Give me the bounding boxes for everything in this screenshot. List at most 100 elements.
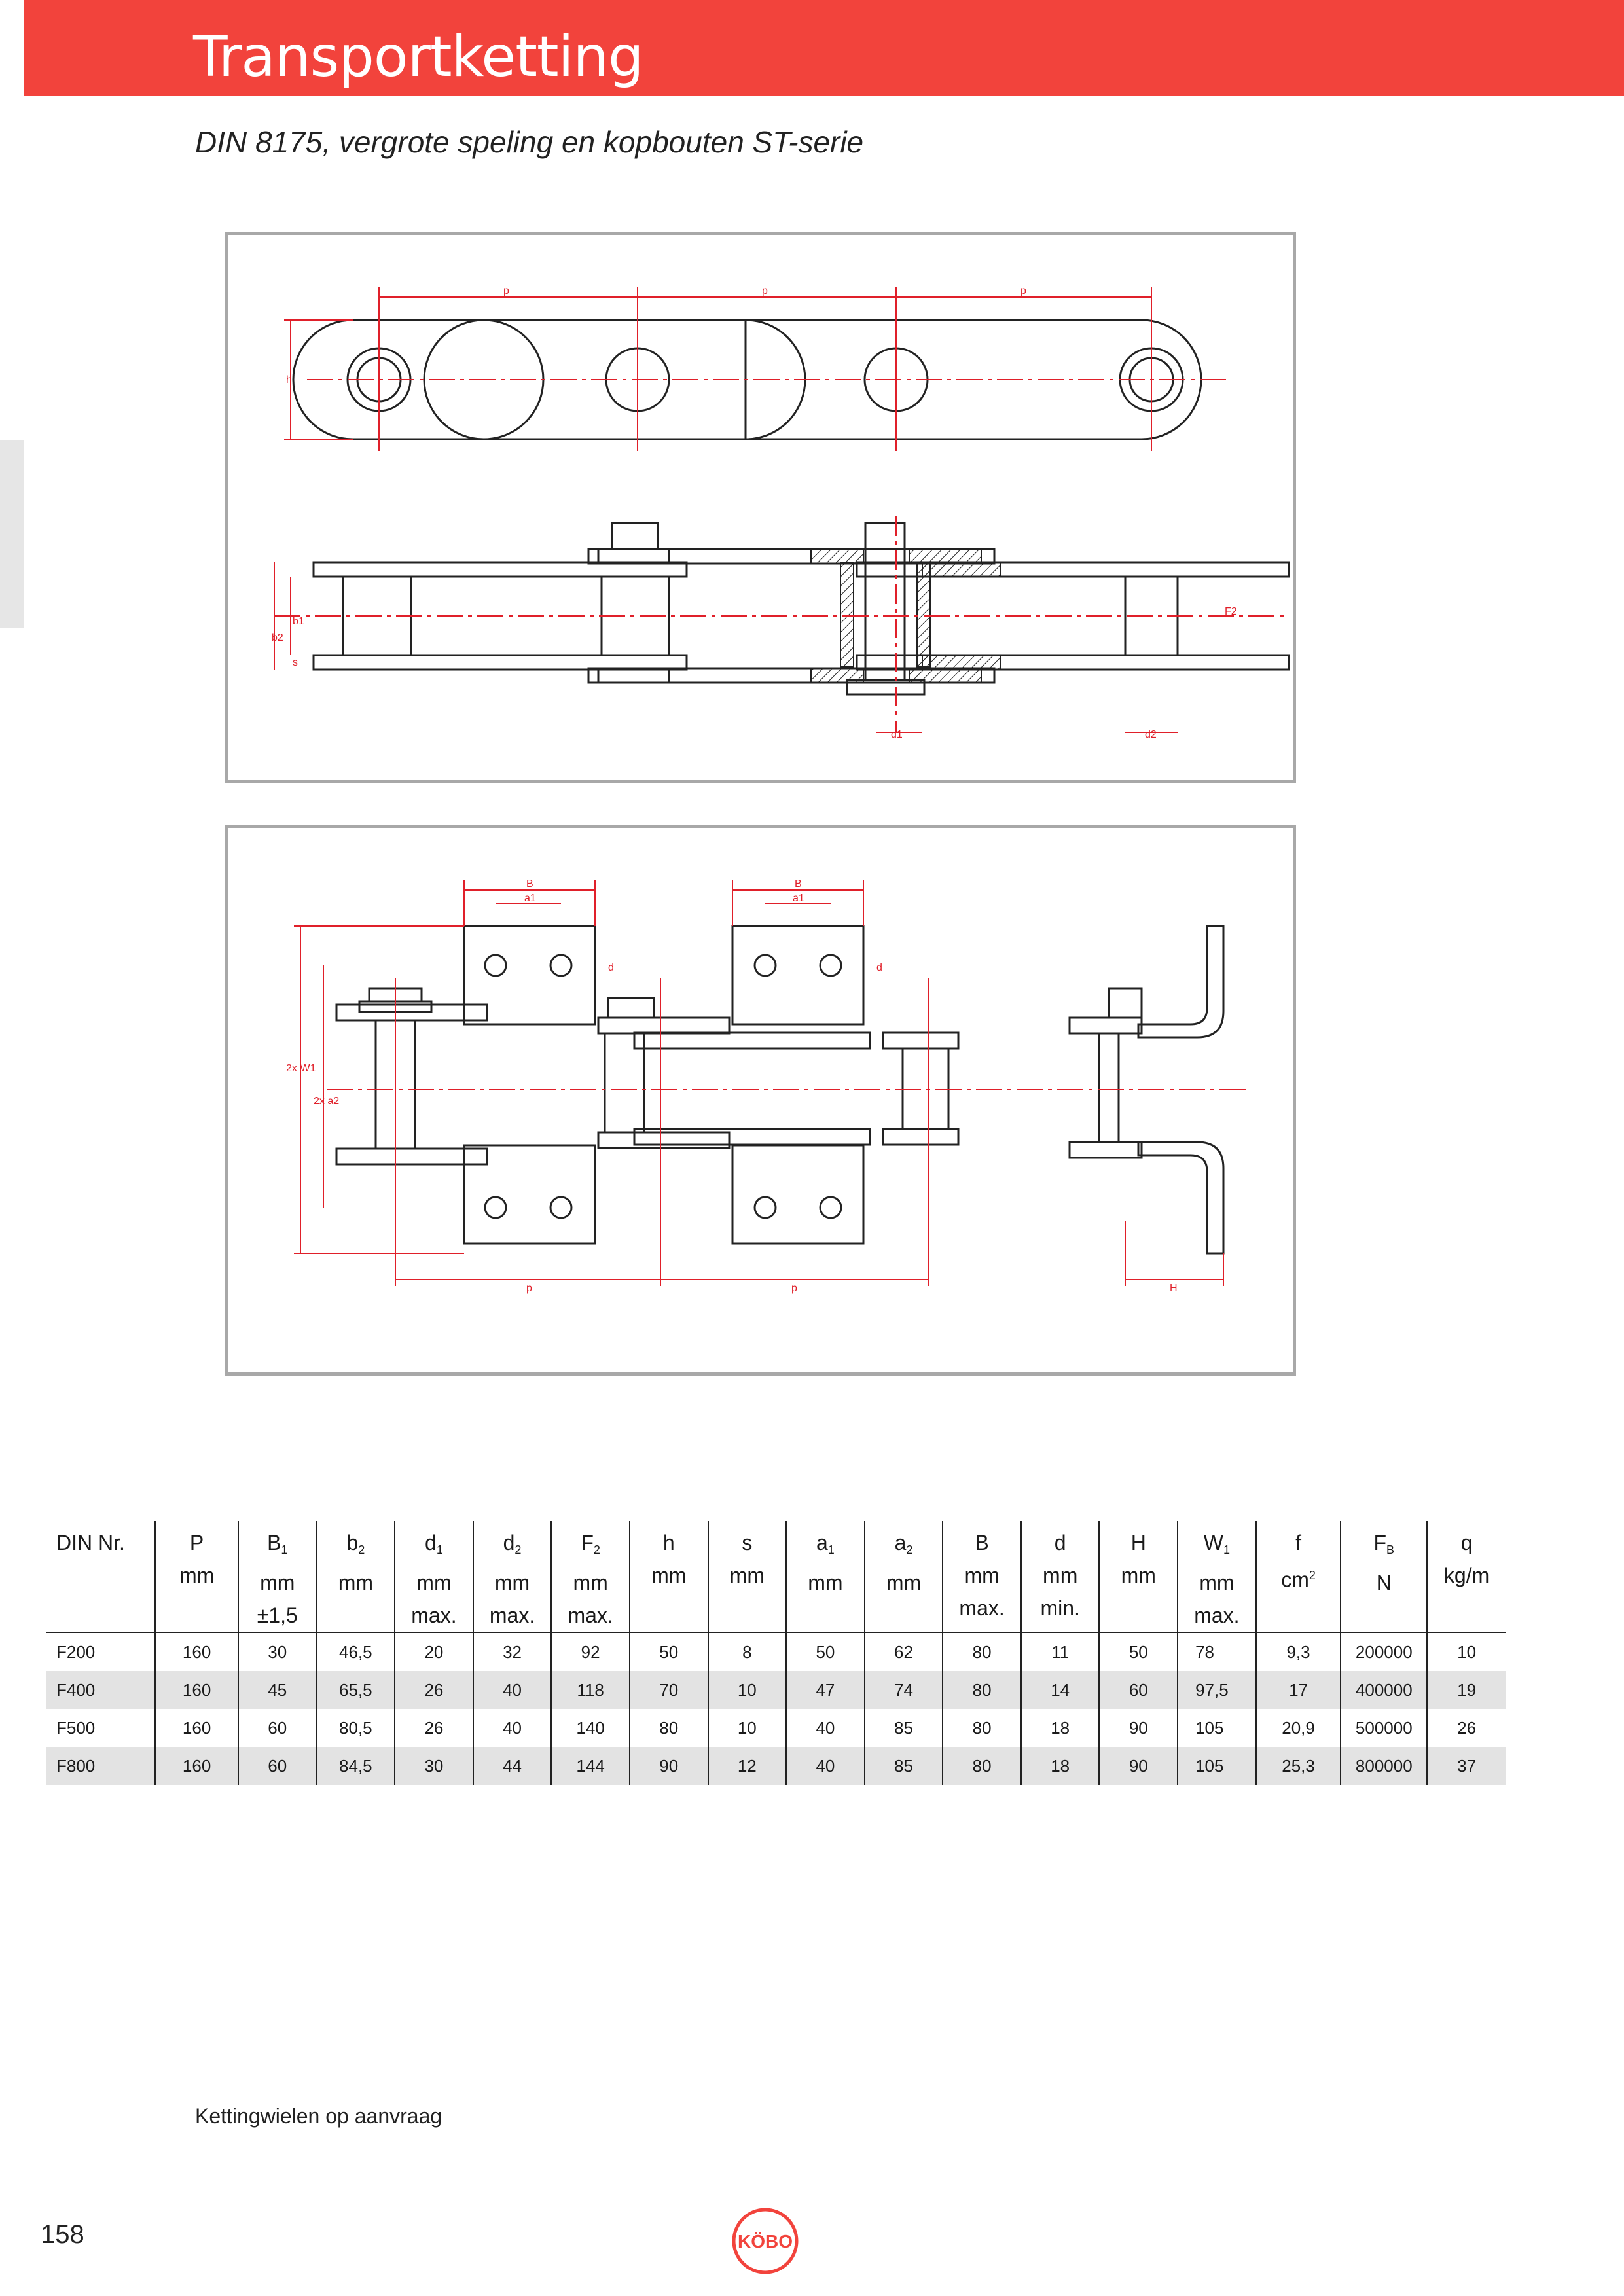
dim-label-a1-right: a1 [793, 893, 804, 904]
table-cell: 18 [1020, 1747, 1100, 1785]
table-cell: 10 [707, 1671, 787, 1709]
din-number-cell: F200 [56, 1641, 96, 1662]
attachment-drawing-svg: B a1 B a1 d d 2x W1 2x a2 p p H [286, 878, 1250, 1294]
table-cell: 18 [1020, 1709, 1100, 1747]
table-cell: 160 [154, 1671, 238, 1709]
table-cell: 118 [550, 1671, 630, 1709]
dim-label-d-left: d [608, 962, 614, 973]
table-cell: 160 [154, 1709, 238, 1747]
table-cell: 9,3 [1255, 1632, 1341, 1671]
table-cell: 19 [1426, 1671, 1506, 1709]
kobo-logo: KÖBO [732, 2208, 799, 2274]
chain-drawing-svg: p p p h b1 b2 s F2 d1 d2 [272, 285, 1290, 740]
table-cell: 78 [1177, 1632, 1256, 1671]
table-cell: 97,5 [1177, 1671, 1256, 1709]
table-cell: 20 [394, 1632, 473, 1671]
dim-label-p2: p [762, 285, 768, 296]
table-cell: 84,5 [316, 1747, 395, 1785]
table-cell: 45 [237, 1671, 317, 1709]
table-cell: 160 [154, 1747, 238, 1785]
table-cell: 50 [785, 1632, 865, 1671]
table-cell: 90 [1098, 1709, 1178, 1747]
table-cell: 74 [863, 1671, 943, 1709]
table-cell: 62 [863, 1632, 943, 1671]
table-cell: 40 [472, 1671, 552, 1709]
table-cell: 10 [1426, 1632, 1506, 1671]
table-cell: 50 [1098, 1632, 1178, 1671]
table-cell: 26 [394, 1709, 473, 1747]
page-number: 158 [41, 2220, 84, 2249]
table-cell: 80 [942, 1709, 1021, 1747]
dim-label-h: h [286, 374, 292, 386]
table-cell: 30 [394, 1747, 473, 1785]
table-cell: 32 [472, 1632, 552, 1671]
attachment-plate-top-left [463, 925, 596, 1026]
footnote: Kettingwielen op aanvraag [195, 2104, 442, 2128]
table-cell: 60 [237, 1709, 317, 1747]
table-cell: 80 [628, 1709, 708, 1747]
table-cell: 37 [1426, 1747, 1506, 1785]
table-cell: 90 [628, 1747, 708, 1785]
table-cell: 105 [1177, 1747, 1256, 1785]
table-cell: 200000 [1340, 1632, 1428, 1671]
dim-label-d1: d1 [891, 729, 903, 740]
table-cell: 26 [1426, 1709, 1506, 1747]
dim-label-F2: F2 [1225, 606, 1237, 617]
attachment-plate-top-right [731, 925, 865, 1026]
table-cell: 20,9 [1255, 1709, 1341, 1747]
dim-label-B-right: B [795, 878, 802, 889]
table-cell: 80 [942, 1747, 1021, 1785]
table-cell: 160 [154, 1632, 238, 1671]
dim-label-b1: b1 [293, 616, 304, 627]
drawing-attachment-view: B a1 B a1 d d 2x W1 2x a2 p p H [225, 825, 1296, 1376]
dim-label-W1: 2x W1 [286, 1063, 316, 1074]
page-title: Transportketting [193, 24, 644, 90]
dim-label-H: H [1170, 1283, 1178, 1294]
table-cell: 60 [237, 1747, 317, 1785]
table-cell: 400000 [1340, 1671, 1428, 1709]
table-header-cell: DIN Nr. [56, 1531, 125, 1554]
dim-label-d2: d2 [1145, 729, 1157, 740]
dim-label-p3: p [1020, 285, 1026, 296]
table-cell: 60 [1098, 1671, 1178, 1709]
table-cell: 40 [785, 1709, 865, 1747]
table-cell: 80 [942, 1671, 1021, 1709]
table-cell: 30 [237, 1632, 317, 1671]
table-cell: 8 [707, 1632, 787, 1671]
table-cell: 500000 [1340, 1709, 1428, 1747]
side-tab [0, 440, 24, 628]
table-cell: 14 [1020, 1671, 1100, 1709]
table-cell: 80 [942, 1632, 1021, 1671]
table-cell: 25,3 [1255, 1747, 1341, 1785]
dim-label-d-right: d [876, 962, 882, 973]
table-cell: 17 [1255, 1671, 1341, 1709]
table-cell: 46,5 [316, 1632, 395, 1671]
table-cell: 800000 [1340, 1747, 1428, 1785]
table-cell: 10 [707, 1709, 787, 1747]
table-cell: 40 [472, 1709, 552, 1747]
table-cell: 144 [550, 1747, 630, 1785]
page-subtitle: DIN 8175, vergrote speling en kopbouten … [195, 125, 864, 159]
logo-text: KÖBO [738, 2231, 793, 2251]
table-cell: 50 [628, 1632, 708, 1671]
outer-link-plate-right [744, 319, 1202, 440]
